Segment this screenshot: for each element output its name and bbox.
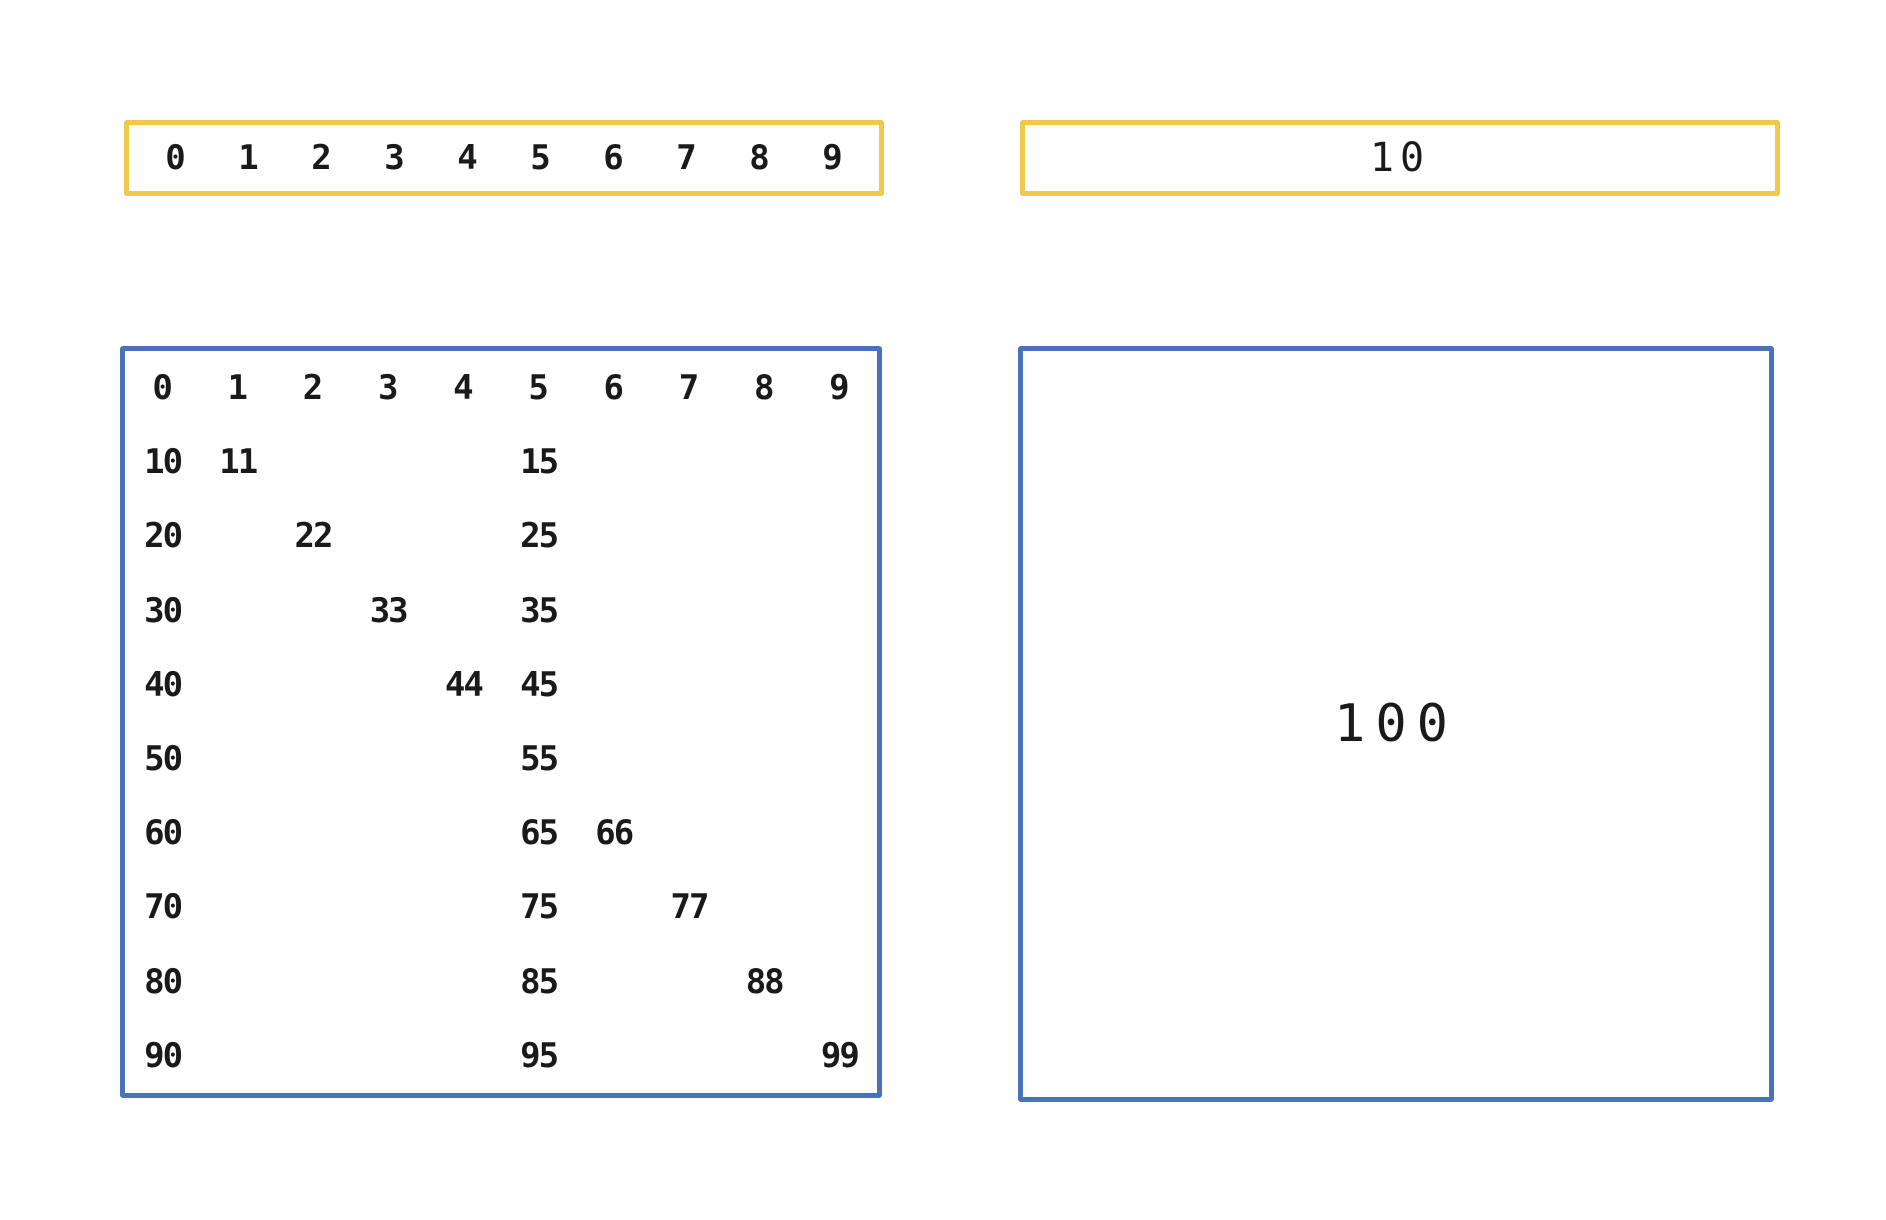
ones-row: 0 1 2 3 4 5 6 7 8 9 [129,125,879,191]
hundred-square: 100 [1018,346,1774,1102]
grid-cell: 45 [520,664,559,705]
grid-cell: 2 [302,368,324,409]
grid-cell: 88 [745,961,785,1002]
ones-digit: 0 [165,138,186,178]
grid-cell: 50 [144,739,183,780]
grid-cell: 11 [219,442,258,483]
grid-cell: 5 [528,368,549,409]
ones-digit: 1 [238,138,259,178]
ones-digit: 6 [603,138,624,178]
ones-digit: 3 [384,138,405,178]
grid-cell: 6 [603,368,625,409]
grid-cell: 70 [144,887,183,928]
grid-cell: 8 [753,368,775,409]
grid-cell: 66 [595,813,634,854]
ones-digit: 4 [457,138,478,178]
grid-cell: 55 [520,739,559,780]
grid-cell: 35 [520,590,559,631]
grid-cell: 85 [520,961,559,1002]
grid-cell: 75 [520,887,559,928]
ones-digit: 8 [749,138,770,178]
grid-cell: 40 [144,664,183,705]
grid-cell: 25 [520,516,559,557]
hundred-label: 100 [1334,694,1458,754]
ten-strip: 10 [1020,120,1780,196]
grid-cell: 60 [144,813,183,854]
grid-cell: 3 [377,368,399,409]
ones-digit: 5 [530,138,551,178]
grid-cell: 95 [520,1035,559,1076]
grid-cell: 9 [829,368,850,409]
grid-cell: 7 [678,368,700,409]
grid-cell: 77 [670,887,710,928]
ten-label: 10 [1369,135,1431,181]
ones-strip: 0 1 2 3 4 5 6 7 8 9 [124,120,884,196]
grid-cell: 22 [294,516,334,557]
grid-cell: 15 [520,442,559,483]
grid-cell: 80 [144,961,183,1002]
grid-cell: 0 [152,368,173,409]
ones-digit: 7 [676,138,697,178]
grid-cell: 33 [369,590,409,631]
grid-cell: 99 [820,1035,860,1076]
grid-cell: 20 [144,516,183,557]
grid-cell: 1 [227,368,249,409]
grid-cell: 90 [144,1035,183,1076]
grid-cell: 30 [144,590,183,631]
ones-digit: 9 [822,138,843,178]
ones-digit: 2 [311,138,332,178]
grid-cell: 65 [520,813,559,854]
grid-cell: 44 [444,664,484,705]
grid-cell: 10 [144,442,183,483]
grid-cell: 4 [453,368,474,409]
